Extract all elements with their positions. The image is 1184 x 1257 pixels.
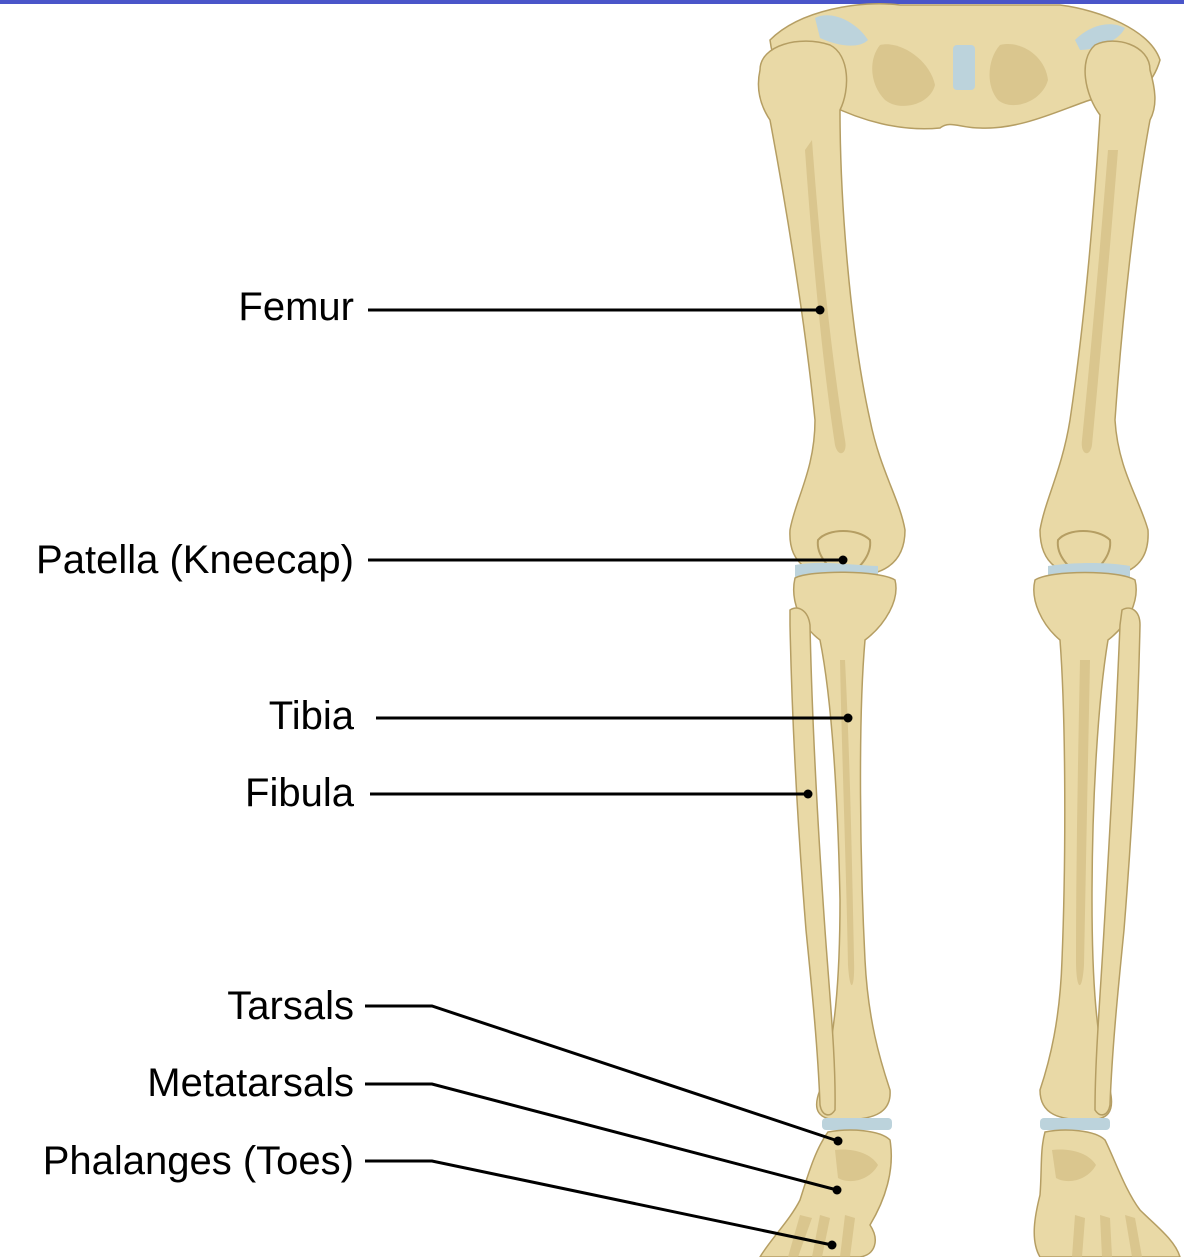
fibula-label: Fibula	[245, 773, 354, 813]
leader-lines	[365, 306, 853, 1250]
femur-label: Femur	[238, 287, 354, 327]
phalanges-label: Phalanges (Toes)	[43, 1141, 354, 1181]
tarsals-label: Tarsals	[227, 986, 354, 1026]
tibia-label: Tibia	[269, 696, 354, 736]
tibia-leader-line	[376, 714, 853, 723]
femur-leader-line	[368, 306, 825, 315]
fibula-leader-line	[370, 790, 813, 799]
patella-leader-line	[368, 556, 848, 565]
phalanges-leader-line	[365, 1161, 837, 1250]
patella-label: Patella (Kneecap)	[36, 540, 354, 580]
metatarsals-leader-line	[365, 1084, 842, 1195]
metatarsals-label: Metatarsals	[147, 1063, 354, 1103]
right-leg	[758, 41, 905, 1257]
left-leg	[1034, 41, 1180, 1257]
tarsals-leader-line	[365, 1006, 843, 1146]
